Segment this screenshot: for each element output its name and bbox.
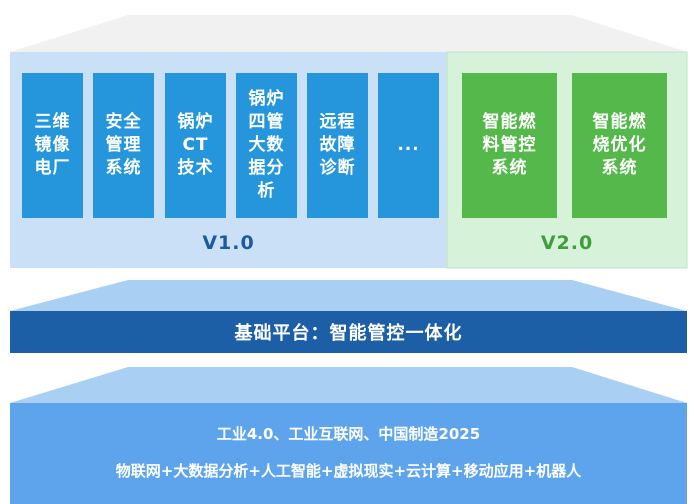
- module-label: 智能燃 料管控 系统: [482, 112, 537, 178]
- foundation-line-1: 工业4.0、工业互联网、中国制造2025: [216, 425, 481, 443]
- module-safety-management: 安全 管理 系统: [93, 73, 154, 218]
- module-label: 安全 管理 系统: [105, 112, 142, 178]
- module-label: 三维 镜像 电厂: [34, 112, 71, 178]
- foundation-line-2: 物联网+大数据分析+人工智能+虚拟现实+云计算+移动应用+机器人: [115, 462, 582, 480]
- module-boiler-ct: 锅炉 CT 技术: [165, 73, 226, 218]
- module-remote-diagnosis: 远程 故障 诊断: [307, 73, 368, 218]
- module-label: 锅炉 CT 技术: [177, 112, 214, 178]
- module-more: ...: [378, 73, 439, 218]
- module-label: 锅炉 四管 大数 据分 析: [248, 89, 285, 201]
- middle-roof: [10, 280, 687, 311]
- platform-label: 基础平台：智能管控一体化: [234, 323, 463, 344]
- version-v2-label: V2.0: [540, 232, 594, 254]
- foundation-band: 工业4.0、工业互联网、中国制造2025 物联网+大数据分析+人工智能+虚拟现实…: [10, 403, 687, 504]
- version-v1-label: V1.0: [202, 232, 255, 254]
- module-label: 远程 故障 诊断: [319, 112, 356, 178]
- platform-band: 基础平台：智能管控一体化: [10, 311, 687, 353]
- module-label: 智能燃 烧优化 系统: [592, 112, 647, 178]
- module-smart-combustion-optimization: 智能燃 烧优化 系统: [572, 73, 667, 218]
- module-label: ...: [397, 135, 420, 155]
- module-boiler-tube-big-data: 锅炉 四管 大数 据分 析: [236, 73, 297, 218]
- top-roof: [10, 15, 687, 52]
- lower-roof: [10, 367, 687, 403]
- module-3d-mirror-plant: 三维 镜像 电厂: [22, 73, 83, 218]
- module-smart-fuel-control: 智能燃 料管控 系统: [462, 73, 557, 218]
